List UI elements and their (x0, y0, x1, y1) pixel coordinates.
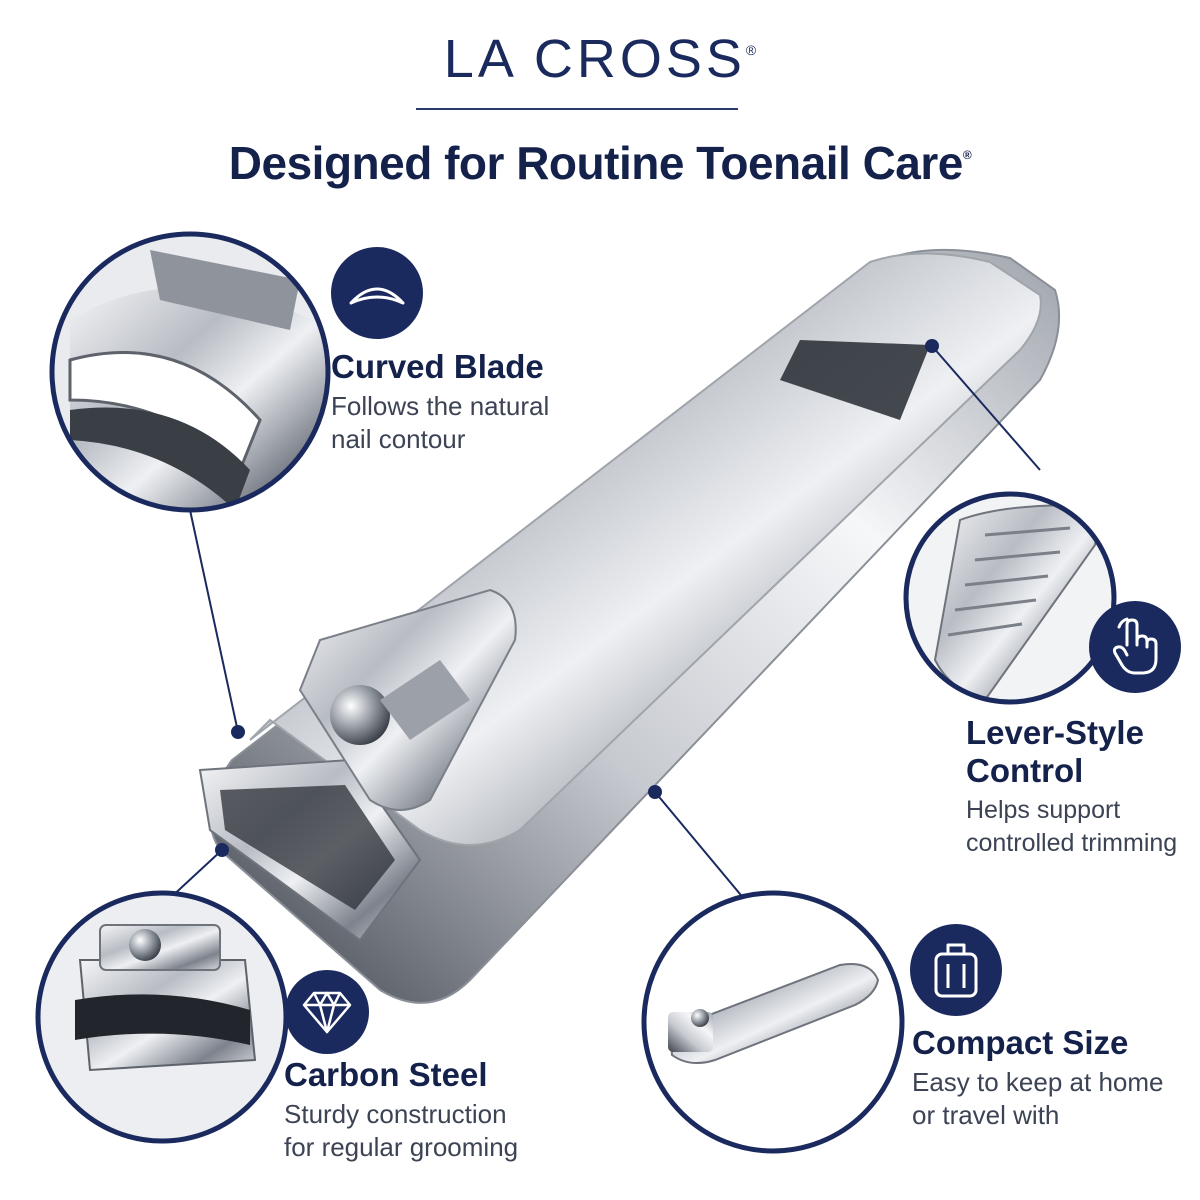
luggage-icon (934, 943, 978, 998)
feature-curved-blade: Curved Blade Follows the natural nail co… (331, 348, 549, 456)
feature-description-line-2: controlled trimming (966, 829, 1178, 857)
feature-description-line-1: Follows the natural (331, 391, 550, 421)
feature-title-line-2: Control (966, 752, 1084, 789)
headline-text: Designed for Routine Toenail Care (228, 137, 964, 189)
leader-dots (215, 339, 939, 857)
diamond-icon (302, 991, 352, 1034)
feature-carbon-steel: Carbon Steel Sturdy construction for reg… (284, 1056, 518, 1164)
carbon-steel-badge (285, 970, 369, 1054)
feature-description-line-1: Easy to keep at home (912, 1067, 1164, 1097)
detail-circle-lever (903, 491, 1117, 705)
curved-blade-icon (349, 287, 405, 305)
detail-circle-compact-size (641, 890, 905, 1154)
curved-blade-badge (331, 247, 423, 339)
brand-registered-mark: ® (745, 42, 757, 58)
feature-lever-control: Lever-Style Control Helps support contro… (966, 714, 1177, 860)
pointing-hand-icon (1112, 617, 1158, 675)
brand-divider (416, 108, 738, 110)
lever-control-badge (1089, 601, 1181, 693)
feature-title: Carbon Steel (284, 1056, 488, 1093)
brand-logo: LA CROSS® (0, 28, 1200, 90)
feature-description-line-1: Helps support (966, 796, 1121, 824)
feature-description-line-2: for regular grooming (284, 1132, 519, 1162)
detail-circle-curved-blade (49, 231, 331, 513)
feature-description-line-1: Sturdy construction (284, 1099, 507, 1129)
brand-name: LA CROSS (443, 29, 746, 89)
feature-compact-size: Compact Size Easy to keep at home or tra… (912, 1024, 1163, 1132)
nail-clipper-image (198, 248, 1061, 1004)
feature-description-line-2: nail contour (331, 424, 466, 454)
feature-title-line-1: Lever-Style (966, 714, 1144, 751)
page-headline: Designed for Routine Toenail Care® (0, 136, 1200, 190)
feature-title: Compact Size (912, 1024, 1129, 1061)
feature-description-line-2: or travel with (912, 1100, 1060, 1130)
detail-circle-carbon-steel (35, 890, 289, 1144)
feature-title: Curved Blade (331, 348, 544, 385)
headline-registered-mark: ® (962, 148, 972, 162)
compact-size-badge (910, 924, 1002, 1016)
leader-lines (167, 345, 1041, 901)
